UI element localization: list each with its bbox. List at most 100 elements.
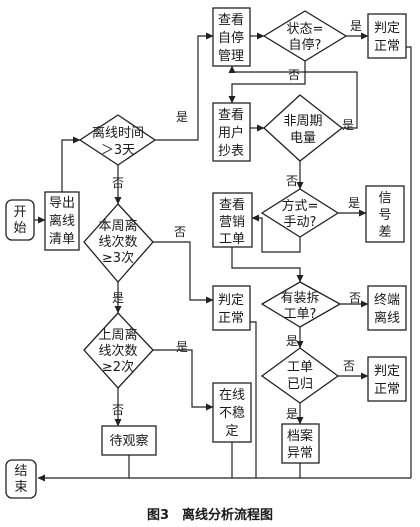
svg-text:判定: 判定 — [374, 21, 400, 36]
node-signal-poor: 信 号 差 — [365, 185, 405, 243]
svg-text:查看: 查看 — [218, 12, 244, 28]
svg-text:清单: 清单 — [49, 232, 75, 247]
edge-cycle-yes — [228, 65, 358, 129]
svg-text:上周离: 上周离 — [98, 327, 137, 343]
label-time-no: 否 — [112, 176, 124, 190]
svg-text:正常: 正常 — [218, 311, 244, 326]
svg-text:工单: 工单 — [219, 232, 245, 247]
svg-text:始: 始 — [13, 221, 26, 236]
svg-text:号: 号 — [378, 208, 391, 223]
label-week-yes: 是 — [112, 291, 124, 305]
svg-text:在线: 在线 — [219, 388, 245, 403]
svg-text:信: 信 — [378, 191, 391, 206]
svg-text:非周期: 非周期 — [283, 114, 322, 129]
edge-export-time — [61, 136, 81, 192]
decision-state-self-stop: 状态= 自停? — [262, 10, 348, 62]
label-lastweek-yes: 是 — [176, 340, 188, 354]
label-cycle-yes: 是 — [342, 118, 354, 132]
node-export-list: 导出 离线 清单 — [44, 191, 80, 251]
flow-edges — [34, 32, 412, 482]
svg-text:异常: 异常 — [287, 446, 313, 461]
edge-normal1-end — [406, 46, 412, 478]
svg-text:有装拆: 有装拆 — [280, 291, 319, 306]
svg-text:判定: 判定 — [218, 293, 244, 308]
node-end: 结 束 — [5, 459, 37, 499]
svg-text:抄表: 抄表 — [218, 144, 244, 159]
decision-order-archived: 工单 已归 — [260, 347, 340, 404]
decision-install-order: 有装拆 工单? — [260, 281, 342, 328]
node-observe: 待观察 — [101, 425, 157, 456]
svg-text:终端: 终端 — [374, 292, 400, 308]
node-view-sales-order: 查看 营销 工单 — [212, 192, 253, 248]
svg-text:＞3天: ＞3天 — [101, 143, 135, 158]
svg-text:离线时间: 离线时间 — [92, 125, 144, 141]
svg-text:方式=: 方式= — [282, 198, 319, 214]
label-done-no: 否 — [343, 359, 355, 373]
edge-lastweek-yes — [153, 349, 214, 411]
label-time-yes: 是 — [176, 110, 188, 124]
node-view-self-stop: 查看 自停 管理 — [212, 7, 251, 67]
label-order-yes: 是 — [286, 334, 298, 348]
svg-text:手动?: 手动? — [284, 215, 317, 230]
label-order-no: 否 — [349, 291, 361, 305]
svg-text:状态=: 状态= — [287, 22, 324, 37]
label-cycle-no: 否 — [286, 174, 298, 188]
svg-text:自停: 自停 — [218, 30, 244, 46]
svg-text:正常: 正常 — [374, 382, 400, 397]
svg-text:工单: 工单 — [287, 360, 313, 375]
node-judge-normal-2: 判定 正常 — [212, 285, 251, 331]
svg-text:线次数: 线次数 — [98, 343, 137, 359]
node-judge-normal-3: 判定 正常 — [367, 356, 407, 402]
svg-text:差: 差 — [378, 225, 391, 240]
svg-text:查看: 查看 — [218, 107, 244, 123]
svg-text:营销: 营销 — [219, 215, 245, 230]
decision-method-manual: 方式= 手动? — [260, 188, 340, 238]
node-start: 开 始 — [5, 199, 35, 241]
svg-text:管理: 管理 — [218, 49, 244, 64]
node-judge-normal-1: 判定 正常 — [367, 13, 407, 59]
svg-text:本周离: 本周离 — [98, 218, 137, 234]
edge-week-no — [153, 241, 214, 304]
decision-offline-time: 离线时间 ＞3天 — [78, 114, 157, 166]
svg-text:线次数: 线次数 — [98, 234, 137, 250]
edge-method-no — [251, 214, 301, 253]
node-online-unstable: 在线 不稳 定 — [212, 382, 252, 443]
svg-text:导出: 导出 — [49, 196, 75, 211]
decision-lastweek-count: 上周离 线次数 ≥2次 — [83, 312, 154, 389]
svg-text:电量: 电量 — [290, 131, 316, 146]
edge-sales-order — [231, 247, 304, 283]
edge-normal2-end — [250, 321, 257, 478]
edge-labels: 是 否 否 是 是 否 是 否 是 否 是 否 是 否 是 — [112, 19, 362, 421]
flow-nodes: 开 始 导出 离线 清单 离线时间 ＞3天 本周离 线次数 ≥3次 上周离 线次… — [5, 7, 407, 499]
svg-text:档案: 档案 — [287, 429, 313, 444]
svg-text:正常: 正常 — [374, 39, 400, 54]
svg-text:用户: 用户 — [218, 125, 244, 141]
svg-text:工单?: 工单? — [284, 307, 317, 322]
svg-text:不稳: 不稳 — [219, 405, 245, 421]
svg-text:结: 结 — [14, 464, 27, 479]
svg-text:≥2次: ≥2次 — [102, 359, 134, 375]
svg-text:查看: 查看 — [219, 197, 245, 213]
node-archive-abnormal: 档案 异常 — [281, 423, 320, 464]
svg-text:定: 定 — [225, 424, 238, 439]
figure-caption: 图3 离线分析流程图 — [147, 507, 273, 523]
svg-text:待观察: 待观察 — [109, 434, 148, 449]
label-week-no: 否 — [174, 225, 186, 239]
edge-time-yes — [155, 32, 214, 141]
svg-text:≥3次: ≥3次 — [102, 250, 134, 266]
label-lastweek-no: 否 — [112, 403, 124, 417]
node-view-meter-reading: 查看 用户 抄表 — [212, 102, 251, 162]
label-state-no: 否 — [288, 68, 300, 82]
svg-text:束: 束 — [14, 480, 27, 495]
decision-week-count: 本周离 线次数 ≥3次 — [83, 203, 154, 283]
svg-text:自停?: 自停? — [289, 37, 322, 53]
node-terminal-offline: 终端 离线 — [367, 285, 407, 331]
svg-text:离线: 离线 — [374, 310, 400, 326]
label-state-yes: 是 — [350, 19, 362, 33]
svg-text:开: 开 — [13, 205, 26, 220]
decision-non-cycle-power: 非周期 电量 — [263, 94, 344, 162]
label-method-yes: 是 — [348, 196, 360, 210]
svg-text:判定: 判定 — [374, 364, 400, 379]
svg-text:已归: 已归 — [287, 377, 313, 392]
